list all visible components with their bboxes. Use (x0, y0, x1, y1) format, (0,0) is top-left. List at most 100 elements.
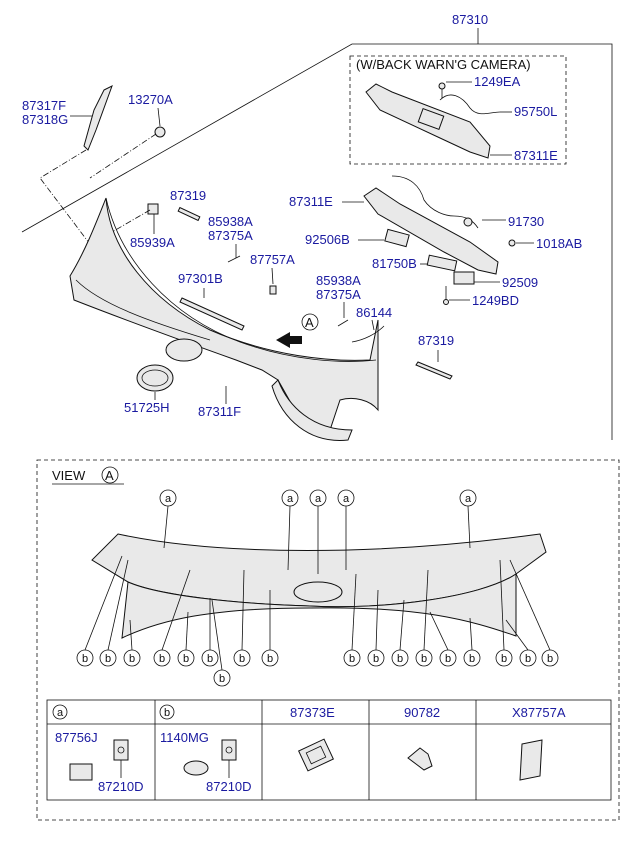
callout-a-4: a (337, 489, 355, 570)
callout-b-10: b (367, 589, 385, 667)
lamp-92506B (384, 228, 410, 248)
callout-b-8-letter: b (267, 653, 273, 665)
callout-a-2-letter: a (287, 493, 294, 505)
view-title: VIEW (52, 468, 86, 483)
label-1249EA: 1249EA (474, 74, 521, 89)
callout-b-13: b (429, 611, 457, 667)
callout-b-11-letter: b (397, 653, 403, 665)
view-arrow (276, 332, 302, 348)
camera-option-box (349, 55, 567, 165)
leader-13270A (157, 107, 161, 127)
callout-b-18: b (211, 599, 231, 687)
label-87311E: 87311E (289, 194, 333, 209)
tailgate-garnish-87311F (69, 197, 379, 441)
assembly-outline (21, 43, 613, 440)
label-87318G: 87318G (22, 112, 68, 127)
callout-b-7: b (233, 569, 251, 667)
table-header-87373E: 87373E (290, 705, 335, 720)
callout-b-14-letter: b (469, 653, 475, 665)
table-header-a-circle (52, 704, 68, 720)
view-title-letter: A (105, 468, 114, 483)
lamp-92509 (453, 271, 475, 285)
callout-b-13-letter: b (445, 653, 451, 665)
view-a-box (36, 459, 620, 821)
pad-X87757A-icon (519, 739, 543, 781)
cell-b-87210D: 87210D (206, 779, 252, 794)
callout-b-5: b (177, 611, 195, 667)
table-header-X87757A: X87757A (512, 705, 566, 720)
pad-87757A (269, 285, 277, 295)
part-86144 (351, 325, 385, 343)
label-13270A: 13270A (128, 92, 173, 107)
callout-b-2: b (99, 559, 129, 667)
callout-a-2: a (281, 489, 299, 571)
callout-b-3: b (123, 619, 141, 667)
callout-b-6: b (201, 598, 219, 667)
callout-b-3-letter: b (129, 653, 135, 665)
callout-a-4-letter: a (343, 493, 350, 505)
label-87375A-upper: 87375A (208, 228, 253, 243)
garnish-87311E (363, 175, 499, 275)
view-arrow-letter: A (305, 315, 314, 330)
callout-a-3-letter: a (315, 493, 322, 505)
side-molding-87317F (83, 84, 113, 151)
callout-a-1: a (159, 489, 177, 549)
label-87757A: 87757A (250, 252, 295, 267)
callout-b-12: b (415, 569, 433, 667)
leader-86144 (371, 319, 375, 331)
label-51725H: 51725H (124, 400, 170, 415)
callout-b-4-letter: b (159, 653, 165, 665)
table-header-b-circle (159, 704, 175, 720)
camera-garnish-87311E (365, 82, 501, 159)
tape-85938A-lower (337, 319, 349, 327)
callout-b-9-letter: b (349, 653, 355, 665)
callout-a-3: a (309, 489, 327, 574)
label-95750L: 95750L (514, 104, 557, 119)
callout-b-6-letter: b (207, 653, 213, 665)
clip-87756J-icon (69, 763, 93, 781)
label-87319-upper: 87319 (170, 188, 206, 203)
label-1018AB: 1018AB (536, 236, 582, 251)
table-header-90782: 90782 (404, 705, 440, 720)
label-87311E-box: 87311E (514, 148, 558, 163)
fastener-table (46, 699, 612, 801)
label-87317F: 87317F (22, 98, 66, 113)
handle-81750B (426, 254, 458, 272)
callout-b-8: b (261, 590, 279, 667)
pad-87319-upper (177, 206, 201, 222)
bolt-1249BD-head (443, 299, 449, 305)
view-arrow-circle (301, 313, 319, 331)
callout-b-15-letter: b (501, 653, 507, 665)
table-header-b: b (164, 707, 170, 719)
label-87319-lower: 87319 (418, 333, 454, 348)
label-87311F: 87311F (198, 404, 241, 419)
leader-87757A (271, 267, 274, 285)
clip-87210D-icon-b (221, 739, 237, 761)
clip-90782-icon (407, 747, 433, 771)
label-87310: 87310 (452, 12, 488, 27)
label-91730: 91730 (508, 214, 544, 229)
callout-b-15: b (495, 559, 513, 667)
label-81750B: 81750B (372, 256, 417, 271)
callout-b-4: b (153, 569, 191, 667)
dash-molding-path (39, 149, 109, 269)
cell-a-87210D: 87210D (98, 779, 144, 794)
dash-clip-path (89, 133, 157, 179)
callout-b-5-letter: b (183, 653, 189, 665)
clip-85939A (147, 203, 159, 215)
callout-a-5: a (459, 489, 477, 549)
callout-b-18-letter: b (219, 673, 225, 685)
callout-b-17: b (509, 559, 559, 667)
callout-b-12-letter: b (421, 653, 427, 665)
callout-a-1-letter: a (165, 493, 172, 505)
view-title-circle (101, 466, 119, 484)
callout-b-10-letter: b (373, 653, 379, 665)
callout-b-16-letter: b (525, 653, 531, 665)
clip-13270A (154, 126, 166, 138)
molding-strip-97301B (179, 297, 245, 331)
camera-box-title: (W/BACK WARN'G CAMERA) (356, 57, 531, 72)
callout-b-14: b (463, 617, 481, 667)
